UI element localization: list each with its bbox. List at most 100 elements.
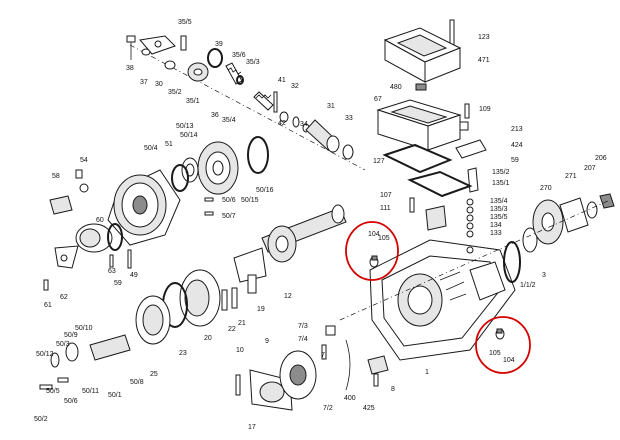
part-label-l62: 62 — [60, 294, 68, 301]
lower-left-parts — [39, 269, 238, 390]
part-label-l50_14: 50/14 — [180, 132, 198, 139]
part-label-l21: 21 — [238, 320, 246, 327]
part-label-l107: 107 — [380, 192, 392, 199]
part-label-l50_13: 50/13 — [176, 123, 194, 130]
part-label-l17: 17 — [248, 424, 256, 431]
part-label-l58: 58 — [52, 173, 60, 180]
part-label-l50_11: 50/11 — [82, 388, 99, 395]
part-label-l50_12: 50/12 — [36, 351, 54, 358]
part-label-l19: 19 — [257, 306, 265, 313]
part-label-l50_7: 50/7 — [222, 213, 236, 220]
part-label-l38: 38 — [126, 65, 134, 72]
part-label-l35_2: 35/2 — [168, 89, 182, 96]
part-label-l33: 33 — [345, 115, 353, 122]
part-label-l50_2: 50/2 — [34, 416, 48, 423]
part-label-l30: 30 — [155, 81, 163, 88]
part-label-l7_3: 7/3 — [298, 323, 308, 330]
part-label-l135_5: 135/5 — [490, 214, 508, 221]
part-label-l135_3: 135/3 — [490, 206, 508, 213]
part-label-l60: 60 — [96, 217, 104, 224]
part-label-l134: 134 — [490, 222, 502, 229]
part-label-l35_4: 35/4 — [222, 117, 236, 124]
part-label-l109: 109 — [479, 106, 491, 113]
part-label-l67: 67 — [374, 96, 382, 103]
highlight-circle-104-105-left — [345, 221, 399, 281]
part-label-l50_10: 50/10 — [75, 325, 93, 332]
part-label-l111: 111 — [380, 205, 391, 212]
part-label-l480: 480 — [390, 84, 402, 91]
part-label-l50_6b: 50/6 — [64, 398, 78, 405]
part-label-l3: 3 — [542, 272, 546, 279]
part-label-l213: 213 — [511, 126, 523, 133]
part-label-l35_6: 35/6 — [232, 52, 246, 59]
part-label-l271: 271 — [565, 173, 577, 180]
part-label-l42: 42 — [278, 120, 286, 127]
part-label-l59b: 59 — [511, 157, 519, 164]
part-label-l127: 127 — [373, 158, 385, 165]
part-label-l8: 8 — [391, 386, 395, 393]
part-label-l61: 61 — [44, 302, 52, 309]
part-label-l50_15: 50/15 — [241, 197, 259, 204]
part-label-l1_1_2: 1/1/2 — [520, 282, 536, 289]
part-label-l270: 270 — [540, 185, 552, 192]
part-label-l49: 49 — [130, 272, 138, 279]
part-label-l9: 9 — [265, 338, 269, 345]
part-label-l35_3: 35/3 — [246, 59, 260, 66]
top-left-parts — [126, 35, 366, 171]
part-label-l35_5: 35/5 — [178, 19, 192, 26]
part-label-l207: 207 — [584, 165, 596, 172]
part-label-l424: 424 — [511, 142, 523, 149]
part-label-l135_1: 135/1 — [492, 180, 510, 187]
part-label-l59: 59 — [114, 280, 122, 287]
part-label-l425: 425 — [363, 405, 375, 412]
part-label-l123: 123 — [478, 34, 490, 41]
part-label-l104b: 104 — [503, 357, 515, 364]
part-label-l10: 10 — [236, 347, 244, 354]
part-label-l32: 32 — [291, 83, 299, 90]
part-label-l135_4: 135/4 — [490, 198, 508, 205]
part-label-l105b: 105 — [489, 350, 501, 357]
part-label-l133: 133 — [490, 230, 502, 237]
part-label-l25: 25 — [150, 371, 158, 378]
part-label-l1: 1 — [425, 369, 429, 376]
part-label-l20: 20 — [204, 335, 212, 342]
part-label-l31: 31 — [327, 103, 335, 110]
top-right-parts — [376, 19, 487, 238]
part-label-l135_2: 135/2 — [492, 169, 510, 176]
highlight-circle-104-105-right — [475, 316, 531, 374]
part-label-l7_4: 7/4 — [298, 336, 308, 343]
part-label-l23: 23 — [179, 350, 187, 357]
part-label-l39: 39 — [215, 41, 223, 48]
part-label-l105a: 105 — [378, 235, 390, 242]
part-label-l50_8: 50/8 — [130, 379, 144, 386]
part-label-l51: 51 — [165, 141, 173, 148]
part-label-l50_4: 50/4 — [144, 145, 158, 152]
part-label-l50_6: 50/6 — [222, 197, 236, 204]
part-label-l206: 206 — [595, 155, 607, 162]
part-label-l104a: 104 — [368, 231, 380, 238]
part-label-l50_3: 50/3 — [56, 341, 70, 348]
governor-assembly — [43, 136, 269, 291]
part-label-l37: 37 — [140, 79, 148, 86]
part-label-l7: 7 — [321, 352, 325, 359]
part-label-l22: 22 — [228, 326, 236, 333]
part-label-l36: 36 — [211, 112, 219, 119]
part-label-l54: 54 — [80, 157, 88, 164]
right-side-parts — [339, 193, 615, 321]
part-label-l50_5: 50/5 — [46, 388, 60, 395]
part-label-l63: 63 — [108, 268, 116, 275]
part-label-l50_9: 50/9 — [64, 332, 78, 339]
part-label-l50_1: 50/1 — [108, 392, 122, 399]
bottom-mid-parts — [235, 325, 389, 411]
part-label-l471: 471 — [478, 57, 490, 64]
part-label-l12: 12 — [284, 293, 292, 300]
part-label-l34: 34 — [300, 121, 308, 128]
part-label-l41: 41 — [278, 77, 286, 84]
part-label-l7_2: 7/2 — [323, 405, 333, 412]
drive-shaft — [233, 204, 347, 294]
part-label-l400: 400 — [344, 395, 356, 402]
part-label-l50_16: 50/16 — [256, 187, 274, 194]
